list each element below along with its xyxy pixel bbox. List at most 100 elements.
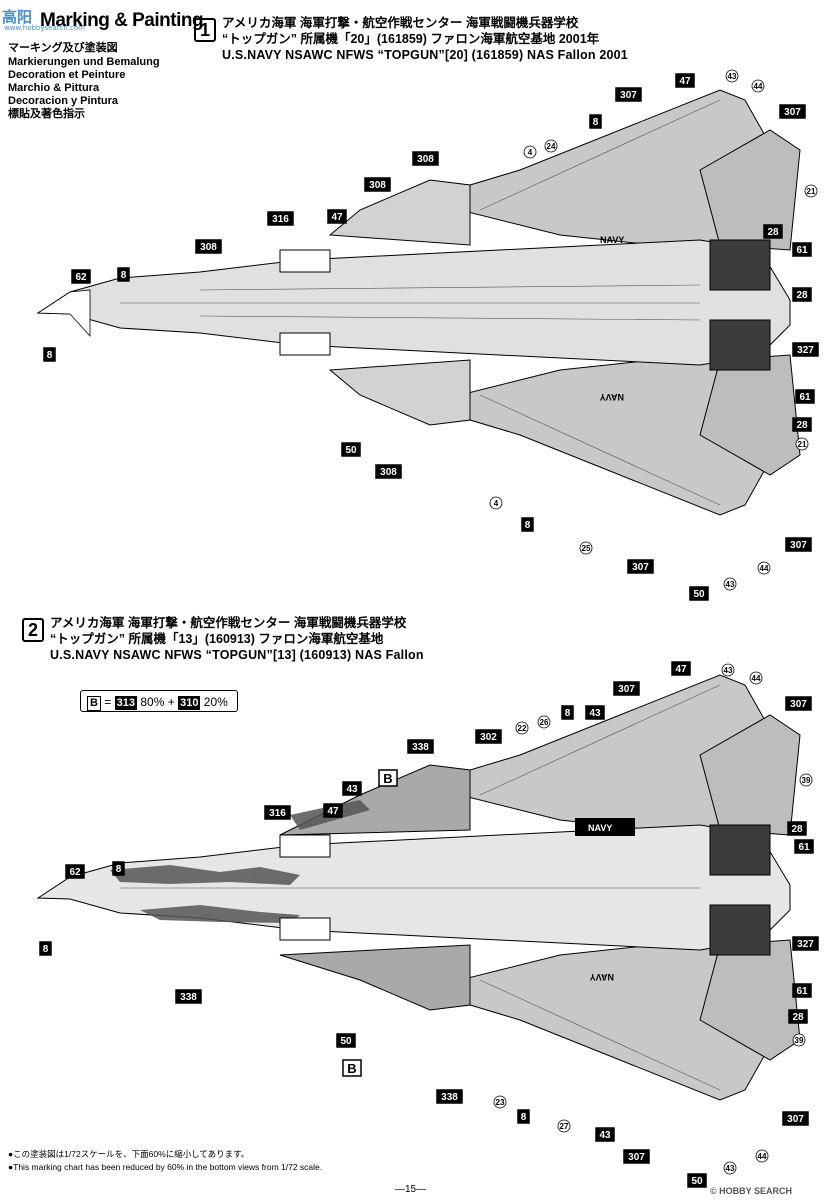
- note-en: ●This marking chart has been reduced by …: [8, 1162, 323, 1172]
- callout-circle-shape: [721, 663, 735, 677]
- callout-circle: 4: [523, 145, 537, 159]
- callout-box: 327: [792, 342, 819, 357]
- callout-box: 61: [792, 983, 812, 998]
- callout-circle-shape: [723, 577, 737, 591]
- callout-label: 307: [790, 699, 807, 710]
- callout-circle: 22: [515, 721, 529, 735]
- callout-box-shape: [792, 342, 819, 357]
- callout-label: 307: [790, 540, 807, 551]
- callout-label: 28: [767, 227, 779, 238]
- callout-label: 308: [369, 180, 386, 191]
- callout-box-shape: [341, 442, 361, 457]
- callout-box-shape: [39, 941, 52, 956]
- callout-label: 44: [760, 564, 769, 573]
- callout-box-shape: [792, 936, 819, 951]
- callout-circle: 27: [557, 1119, 571, 1133]
- callout-label: 8: [43, 944, 49, 955]
- callout-circle-shape: [799, 773, 813, 787]
- callout-box-shape: [65, 864, 85, 879]
- callout-box-shape: [43, 347, 56, 362]
- callout-box: 338: [175, 989, 202, 1004]
- callout-box: 61: [794, 839, 814, 854]
- callout-label: 50: [345, 445, 357, 456]
- scheme-1-navy-upper: NAVY: [600, 235, 624, 245]
- callout-box: 8: [117, 267, 130, 282]
- callout-box-shape: [687, 1173, 707, 1188]
- callout-label: 44: [754, 82, 763, 91]
- formula-pct2: 20%: [203, 695, 228, 709]
- callout-circle-shape: [751, 79, 765, 93]
- callout-box-shape: [788, 1009, 808, 1024]
- callout-label: 47: [331, 212, 343, 223]
- formula-letter: B: [87, 696, 101, 711]
- callout-box: 307: [615, 87, 642, 102]
- callout-box: 62: [65, 864, 85, 879]
- callout-circle-shape: [523, 145, 537, 159]
- callout-box-shape: [375, 464, 402, 479]
- callout-circle-shape: [749, 671, 763, 685]
- note-jp: ●この塗装図は1/72スケールを、下面60%に縮小してあります。: [8, 1149, 250, 1159]
- callout-label: 307: [628, 1152, 645, 1163]
- callout-label: 61: [798, 842, 810, 853]
- subtitle-fr: Decoration et Peinture: [8, 69, 126, 81]
- callout-circle-shape: [725, 69, 739, 83]
- callout-label: 43: [726, 1164, 735, 1173]
- callout-label: 338: [412, 742, 429, 753]
- callout-circle: 44: [757, 561, 771, 575]
- callout-box: 307: [782, 1111, 809, 1126]
- callout-box: 302: [475, 729, 502, 744]
- callout-box-shape: [436, 1089, 463, 1104]
- callout-label: 302: [480, 732, 497, 743]
- callout-label: 61: [796, 986, 808, 997]
- callout-box-shape: [782, 1111, 809, 1126]
- callout-label: 4: [528, 148, 533, 157]
- callout-circle: 39: [792, 1033, 806, 1047]
- callout-box: 8: [521, 517, 534, 532]
- callout-box-shape: [517, 1109, 530, 1124]
- callout-box-shape: [792, 417, 812, 432]
- callout-box-shape: [175, 989, 202, 1004]
- callout-circle-shape: [757, 561, 771, 575]
- callout-circle-shape: [804, 184, 818, 198]
- callout-label: 4: [494, 499, 499, 508]
- scheme-2-navy-lower: NAVY: [590, 972, 614, 982]
- callout-box: 61: [795, 389, 815, 404]
- callout-label: 21: [807, 187, 816, 196]
- callout-box: 338: [436, 1089, 463, 1104]
- callout-box-shape: [342, 781, 362, 796]
- callout-box-shape: [267, 211, 294, 226]
- callout-box-shape: [378, 769, 398, 787]
- callout-box: 8: [39, 941, 52, 956]
- callout-label: 308: [417, 154, 434, 165]
- callout-box-shape: [327, 209, 347, 224]
- callout-box-shape: [689, 586, 709, 601]
- callout-box-shape: [779, 104, 806, 119]
- callout-box-shape: [521, 517, 534, 532]
- callout-label: 316: [272, 214, 289, 225]
- callout-label: 27: [560, 1122, 569, 1131]
- callout-circle-shape: [544, 139, 558, 153]
- callout-label: 22: [518, 724, 527, 733]
- subtitle-es: Decoracion y Pintura: [8, 95, 119, 107]
- callout-box-shape: [585, 705, 605, 720]
- callout-box: 308: [364, 177, 391, 192]
- scheme-2-jp-line1: アメリカ海軍 海軍打撃・航空作戦センター 海軍戦闘機兵器学校: [50, 616, 407, 630]
- callout-box-shape: [412, 151, 439, 166]
- callout-label: 8: [593, 117, 599, 128]
- callout-label: 50: [693, 589, 705, 600]
- callout-label: 307: [787, 1114, 804, 1125]
- callout-label: 62: [69, 867, 81, 878]
- callout-circle: 43: [723, 577, 737, 591]
- callout-box-shape: [71, 269, 91, 284]
- callout-box: 308: [375, 464, 402, 479]
- callout-label: 47: [327, 806, 339, 817]
- callout-label: 25: [582, 544, 591, 553]
- callout-label: 43: [728, 72, 737, 81]
- callout-box-shape: [785, 696, 812, 711]
- callout-label: 28: [796, 420, 808, 431]
- callout-label: 308: [200, 242, 217, 253]
- callout-label: 316: [269, 808, 286, 819]
